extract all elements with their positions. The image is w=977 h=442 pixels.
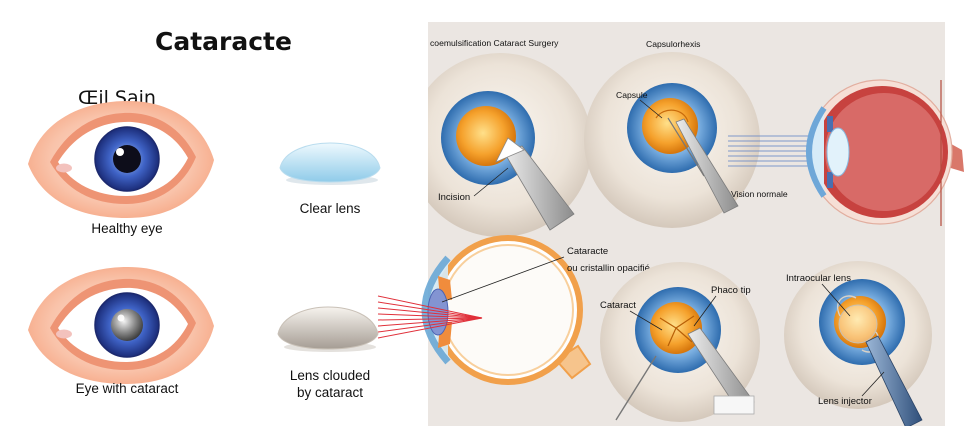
intraocular-lens — [838, 304, 878, 344]
intraocular-lens-leader — [821, 283, 851, 317]
phaco-surgery-title: coemulsification Cataract Surgery — [430, 38, 559, 48]
healthy-eye-caption: Healthy eye — [91, 221, 162, 236]
lens-injector-leader — [861, 371, 885, 397]
cornea — [806, 106, 827, 198]
lens-injector-tool — [865, 335, 923, 426]
eye-cross-section-cataract — [377, 235, 592, 385]
clouded-lens-caption-line2: by cataract — [297, 385, 363, 400]
cataract-leader — [629, 310, 663, 331]
clouded-pupil — [111, 309, 143, 341]
tear-duct — [56, 163, 72, 173]
cataract-callout-line2: ou cristallin opacifié — [567, 263, 650, 274]
clouded-lens-caption-line1: Lens clouded — [290, 368, 370, 383]
tear-duct — [56, 329, 72, 339]
vitreous — [825, 93, 943, 211]
intraocular-lens-view — [784, 261, 932, 426]
capsule-label: Capsule — [616, 90, 648, 100]
iris-lower — [827, 172, 833, 188]
incision-leader — [473, 167, 509, 197]
cataract-eye-caption: Eye with cataract — [76, 381, 179, 396]
eye-cross-section-normal — [806, 79, 964, 225]
clouded-lens — [277, 306, 379, 350]
intraocular-lens-label: Intraocular lens — [786, 273, 851, 284]
capsule-leader — [639, 99, 663, 119]
cataract-lens — [456, 106, 516, 166]
pupil-highlight — [116, 148, 124, 156]
cataract-callout-line1: Cataracte — [567, 246, 608, 257]
forceps-arm — [667, 117, 705, 177]
clouded-lens-illustration — [277, 306, 379, 352]
lens-cracks — [659, 315, 695, 347]
phaco-surgery-view — [428, 53, 592, 237]
second-instrument — [615, 355, 657, 421]
clear-lens — [279, 142, 381, 183]
page-title: Cataracte — [155, 27, 292, 56]
laser-beams — [377, 295, 483, 339]
lens-injector-label: Lens injector — [818, 396, 872, 407]
instrument-tip — [495, 137, 525, 163]
lens — [642, 98, 698, 154]
capsulorhexis-title: Capsulorhexis — [646, 39, 700, 49]
healthy-eye-illustration — [28, 101, 214, 218]
incision-label: Incision — [438, 192, 470, 203]
cataract-label: Cataract — [600, 300, 636, 311]
iris-upper — [827, 116, 833, 132]
pupil-highlight — [117, 314, 125, 322]
instrument-handle — [713, 395, 755, 415]
forceps — [675, 118, 739, 214]
phaco-tip-leader — [693, 295, 717, 327]
clear-lens-caption: Clear lens — [300, 201, 361, 216]
phaco-tip-view — [600, 262, 760, 422]
capsulorhexis-view — [584, 52, 760, 228]
phaco-tip-label: Phaco tip — [711, 285, 751, 296]
cataract-eye-illustration — [28, 267, 214, 384]
clear-lens-illustration — [279, 142, 381, 185]
retina-layer — [442, 244, 574, 376]
lens — [826, 127, 850, 177]
cataract-callout-leader — [441, 256, 565, 303]
vision-normale-label: Vision normale — [731, 189, 788, 199]
